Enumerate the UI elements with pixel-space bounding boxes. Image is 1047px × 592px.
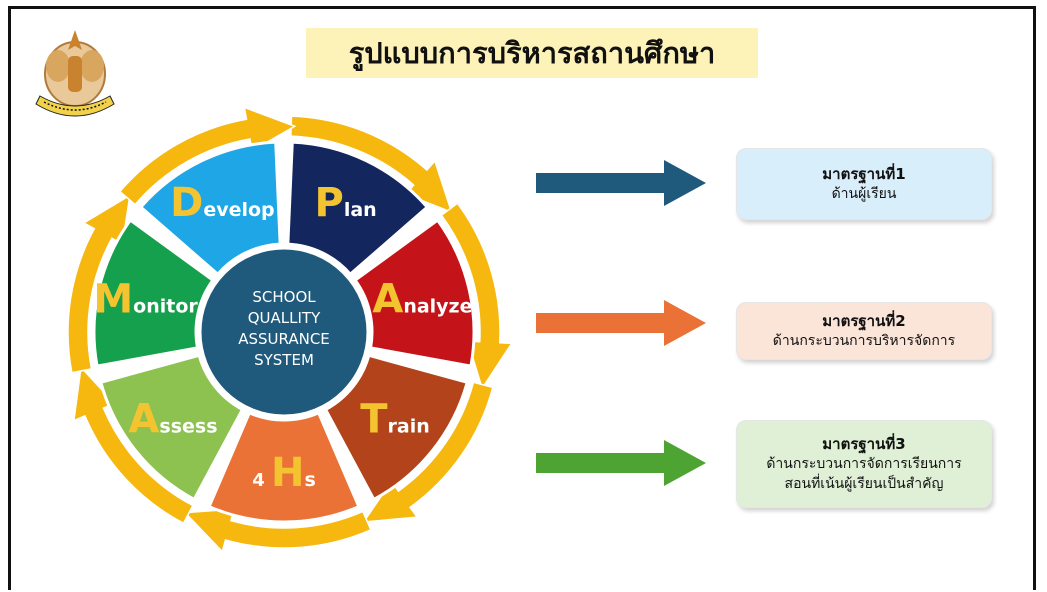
wheel-label-analyze: Analyze: [372, 276, 472, 322]
wheel-ring-arrow-4hs: [183, 508, 372, 553]
standard-3-desc-line-2: สอนที่เน้นผู้เรียนเป็นสำคัญ: [784, 476, 944, 492]
wheel-label-plan-initial: P: [315, 180, 344, 226]
standard-1-title: มาตรฐานที่1: [822, 165, 906, 183]
wheel-segment-plan: [286, 140, 430, 277]
wheel-segment-train: [323, 353, 470, 502]
standard-2-box: มาตรฐานที่2 ด้านกระบวนการบริหารจัดการ: [736, 302, 992, 360]
wheel-label-assess-rest: ssess: [159, 416, 217, 438]
standard-2-desc: ด้านกระบวนการบริหารจัดการ: [772, 333, 956, 349]
title-banner: รูปแบบการบริหารสถานศึกษา: [306, 28, 758, 78]
wheel-label-develop-initial: D: [170, 180, 203, 226]
wheel-ring-arrow-develop: [118, 106, 297, 206]
wheel-label-plan: Plan: [315, 180, 377, 226]
wheel-ring-arrow-train: [362, 381, 494, 523]
wheel-ring-arrow-plan: [290, 115, 453, 214]
wheel-label-analyze-rest: nalyze: [403, 295, 472, 317]
arrow-standard-3: [536, 440, 706, 486]
standard-1-desc: ด้านผู้เรียน: [831, 186, 897, 202]
wheel-label-train-rest: rain: [388, 416, 430, 438]
wheel-ring-arrow-monitor: [67, 193, 131, 374]
wheel-label-4hs-prefix: 4: [252, 470, 271, 491]
standard-3-desc-line-1: ด้านกระบวนการจัดการเรียนการ: [766, 456, 962, 472]
wheel-label-analyze-initial: A: [372, 276, 403, 322]
wheel-label-assess-initial: A: [128, 397, 159, 443]
wheel-center-line-3: ASSURANCE: [238, 330, 330, 348]
wheel-ring-arrow-analyze: [440, 202, 514, 391]
arrow-standard-2: [536, 300, 706, 346]
wheel-label-4hs-rest: s: [304, 469, 315, 491]
wheel-label-train: Train: [360, 397, 430, 443]
standard-3-title: มาตรฐานที่3: [822, 435, 906, 453]
school-emblem-logo: [30, 20, 120, 120]
wheel-label-monitor-rest: onitor: [133, 295, 198, 317]
wheel-label-train-initial: T: [360, 397, 388, 443]
wheel-label-4hs: 4 Hs: [252, 450, 316, 496]
wheel-label-4hs-initial: H: [271, 450, 304, 496]
wheel-ring-arrow-assess: [72, 365, 194, 525]
wheel-label-develop: Develop: [170, 180, 275, 226]
wheel-label-monitor-initial: M: [93, 276, 133, 322]
wheel-center-line-4: SYSTEM: [254, 351, 314, 369]
arrow-standard-1: [536, 160, 706, 206]
standard-3-box: มาตรฐานที่3 ด้านกระบวนการจัดการเรียนการ …: [736, 420, 992, 508]
wheel-segment-assess: [98, 353, 245, 502]
wheel-label-plan-rest: lan: [344, 199, 377, 221]
wheel-center-hub: [198, 246, 370, 418]
wheel-label-monitor: Monitor: [93, 276, 198, 322]
standard-2-title: มาตรฐานที่2: [822, 312, 906, 330]
wheel-segment-monitor: [92, 218, 215, 368]
page-title: รูปแบบการบริหารสถานศึกษา: [348, 36, 716, 70]
wheel-segment-develop: [138, 140, 282, 277]
wheel-center-line-1: SCHOOL: [252, 288, 316, 306]
wheel-label-assess: Assess: [128, 397, 217, 443]
wheel-label-develop-rest: evelop: [203, 199, 274, 221]
wheel-segment-4hs: [207, 410, 361, 524]
wheel-center-line-2: QUALLITY: [248, 309, 321, 327]
standard-1-box: มาตรฐานที่1 ด้านผู้เรียน: [736, 148, 992, 220]
wheel-segment-analyze: [353, 218, 476, 368]
slide-frame: [8, 6, 1036, 590]
